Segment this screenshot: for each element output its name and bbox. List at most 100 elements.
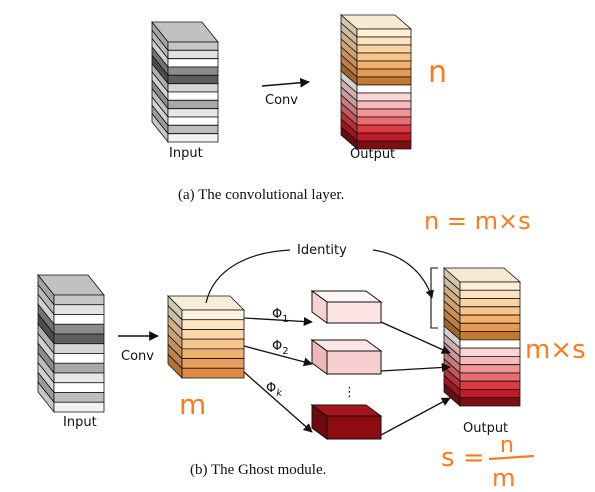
stack-slice-front	[181, 319, 245, 330]
stack-slice-front	[53, 314, 105, 325]
annotation-n: n	[428, 55, 447, 90]
stack-slice-front	[356, 116, 412, 126]
stack-slice-front	[181, 348, 245, 359]
stack-slice-front	[459, 372, 521, 382]
stack-slice-front	[181, 358, 245, 369]
stack-slice-front	[53, 353, 105, 364]
panel-a-conv-arrow	[261, 77, 310, 88]
phi-2-arrow	[243, 345, 313, 367]
stack-slice-front	[459, 306, 521, 316]
stack-slice-front	[181, 367, 245, 379]
annotation-s-equals: s =	[441, 443, 485, 473]
panel-a-conv-label: Conv	[265, 93, 298, 108]
stack-slice-front	[181, 338, 245, 350]
stack-slice-front	[167, 74, 219, 85]
ghost-map-1	[310, 290, 383, 324]
panel-a-input-label: Input	[169, 146, 203, 161]
stack-slice-front	[356, 52, 412, 62]
stack-slice-front	[356, 68, 412, 78]
stack-slice-front	[53, 294, 105, 306]
ghost-map-k	[310, 404, 383, 440]
stack-slice-front	[356, 60, 412, 70]
stack-slice-front	[459, 314, 521, 324]
annotation-fraction-bar	[488, 454, 535, 461]
stack-slice-front	[356, 76, 412, 86]
stack-slice-front	[459, 389, 521, 399]
panel-b-input-label: Input	[63, 415, 97, 430]
stack-slice-front	[181, 329, 245, 340]
stack-slice-front	[167, 124, 219, 135]
stack-slice-front	[167, 133, 219, 143]
ghost-map-2	[310, 339, 383, 375]
stack-slice-front	[167, 116, 219, 126]
stack-slice-front	[459, 298, 521, 308]
stack-slice-front	[356, 36, 412, 46]
panel-b-intrinsic-feature-maps	[167, 295, 245, 379]
annotation-frac-denominator: m	[492, 464, 515, 492]
stack-slice-front	[459, 364, 521, 374]
stack-slice-front	[356, 108, 412, 118]
stack-slice-front	[167, 108, 219, 118]
ghost-2-to-output-arrow	[380, 362, 451, 373]
stack-slice-front	[459, 347, 521, 357]
stack-slice-front	[459, 331, 521, 341]
panel-b-output-tensor	[442, 267, 522, 407]
annotation-m: m	[179, 388, 206, 421]
stack-slice-front	[53, 392, 105, 403]
stack-slice-front	[53, 372, 105, 384]
annotation-frac-numerator: n	[500, 433, 514, 458]
stack-slice-front	[356, 124, 412, 134]
stack-slice-front	[167, 66, 219, 76]
stack-slice-front	[356, 92, 412, 102]
panel-a-caption: (a) The convolutional layer.	[178, 187, 344, 203]
stack-slice-front	[459, 339, 521, 349]
stack-slice-front	[356, 132, 412, 142]
annotation-n-equals-m-times-s: n = m×s	[424, 207, 531, 235]
panel-b-conv-label: Conv	[121, 349, 154, 364]
stack-slice-front	[356, 44, 412, 54]
stack-slice-front	[53, 362, 105, 374]
stack-slice-front	[459, 355, 521, 366]
stack-slice-front	[167, 91, 219, 101]
ghost-1-to-output-arrow	[380, 321, 451, 354]
stack-slice-front	[356, 100, 412, 110]
stack-slice-front	[53, 323, 105, 335]
stack-slice-front	[167, 58, 219, 68]
stack-slice-front	[356, 28, 412, 38]
stack-slice-front	[53, 304, 105, 315]
stack-slice-front	[181, 309, 245, 321]
identity-label: Identity	[297, 243, 347, 258]
panel-b-input-tensor	[37, 273, 105, 414]
identity-arc-right	[372, 249, 434, 299]
ghost-k-to-output-arrow	[380, 397, 451, 436]
stack-slice-front	[53, 382, 105, 393]
phi-k-arrow	[243, 371, 313, 433]
panel-b-output-label: Output	[463, 421, 508, 436]
stack-slice-front	[356, 84, 412, 94]
stack-slice-front	[459, 322, 521, 333]
identity-arc-left	[205, 249, 291, 304]
phi-k-label: Φk	[266, 381, 283, 399]
panel-a-output-label: Output	[350, 147, 395, 162]
stack-slice-front	[53, 343, 105, 354]
identity-bracket	[430, 267, 438, 329]
stack-slice-front	[167, 99, 219, 110]
panel-b-caption: (b) The Ghost module.	[190, 462, 326, 478]
stack-slice-front	[167, 49, 219, 60]
stack-slice-front	[459, 281, 521, 291]
stack-slice-front	[53, 333, 105, 345]
phi-1-arrow	[243, 316, 313, 327]
ghost-ellipsis: ⋮	[343, 385, 356, 400]
stack-slice-front	[167, 41, 219, 51]
panel-a-input-tensor	[151, 20, 219, 144]
stack-slice-front	[459, 289, 521, 299]
stack-slice-front	[356, 140, 412, 150]
stack-slice-front	[459, 380, 521, 390]
stack-slice-front	[53, 401, 105, 413]
stack-slice-front	[459, 397, 521, 407]
panel-a-output-tensor	[339, 14, 413, 150]
stack-slice-front	[167, 83, 219, 93]
annotation-m-times-s: m×s	[525, 335, 586, 365]
phi-2-label: Φ2	[272, 339, 289, 357]
